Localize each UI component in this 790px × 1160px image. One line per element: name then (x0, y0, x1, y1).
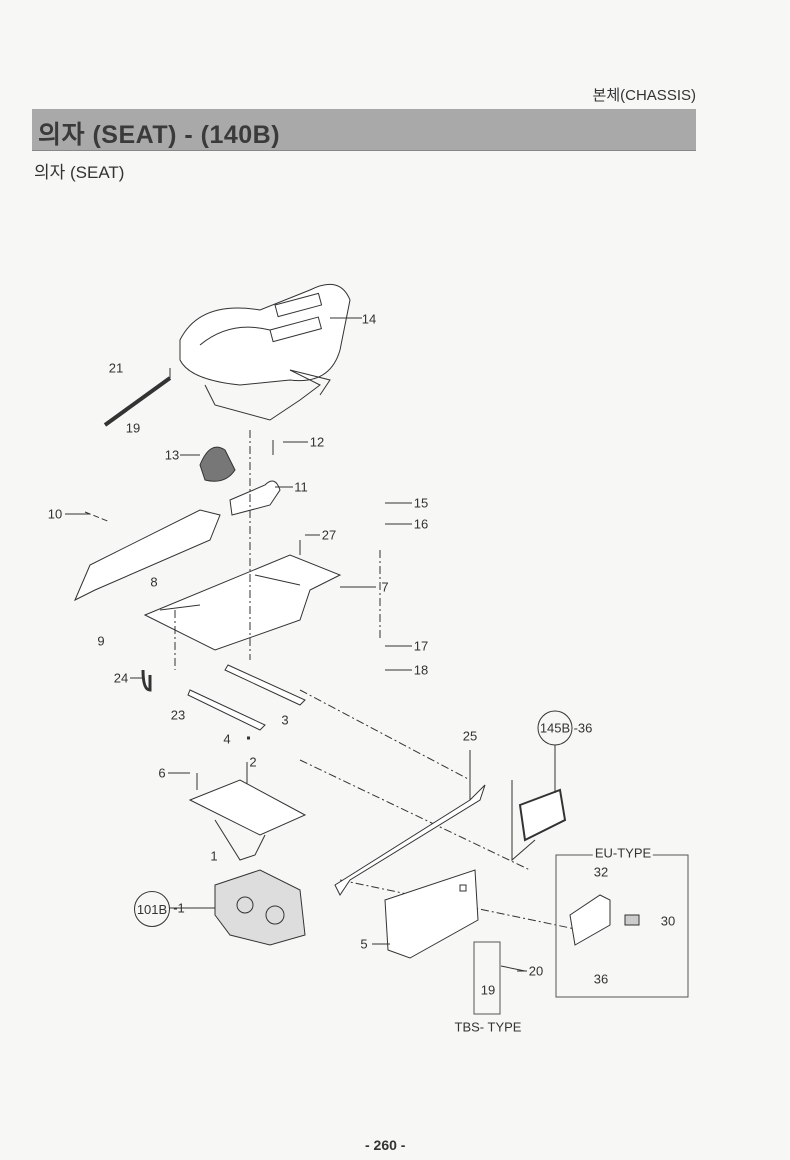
callout-13: 13 (164, 447, 180, 463)
reference-101b: 101B (134, 891, 170, 927)
callout-21: 21 (108, 360, 124, 376)
callout-3: 3 (281, 712, 289, 728)
callout-7: 7 (381, 579, 389, 595)
seat-part (179, 283, 351, 421)
callout-17: 17 (413, 638, 429, 654)
callout-23: 23 (170, 707, 186, 723)
callout-16: 16 (413, 516, 429, 532)
callout-24: 24 (113, 670, 129, 686)
callout-11: 11 (294, 479, 308, 495)
callout-18: 18 (413, 662, 429, 678)
callout-19: 19 (125, 420, 141, 436)
eu-type-label: EU-TYPE (592, 845, 654, 861)
callout-14: 14 (361, 311, 377, 327)
callout-4: 4 (223, 731, 231, 747)
tbs-type-label: TBS- TYPE (454, 1019, 522, 1035)
callout-2: 2 (249, 754, 257, 770)
callout-20: 20 (528, 963, 544, 979)
callout-9: 9 (97, 633, 105, 649)
callout-32: 32 (593, 864, 609, 880)
page-number: - 260 - (365, 1137, 406, 1153)
callout-5: 5 (360, 936, 368, 952)
callout-19-tbs: 19 (480, 982, 496, 998)
subtitle: 의자 (SEAT) (34, 163, 125, 182)
callout-8: 8 (150, 574, 158, 590)
callout-6: 6 (158, 765, 166, 781)
page-title: 의자 (SEAT) - (140B) (38, 121, 281, 149)
reference-code: 101B (136, 901, 168, 917)
callout-36: 36 (593, 971, 609, 987)
title-bar: 의자 (SEAT) - (140B) (32, 109, 696, 151)
section-label: 본체(CHASSIS) (592, 87, 696, 104)
reference-101b-suffix: -1 (173, 900, 185, 916)
callout-27: 27 (321, 527, 337, 543)
callout-12: 12 (309, 434, 325, 450)
reference-circle (537, 710, 573, 746)
callout-25: 25 (462, 728, 478, 744)
callout-30: 30 (660, 913, 676, 929)
callout-10: 10 (47, 506, 63, 522)
callout-15: 15 (413, 495, 429, 511)
reference-145b: 145B (539, 720, 571, 736)
callout-1: 1 (210, 848, 218, 864)
reference-145b-suffix: -36 (573, 720, 593, 736)
